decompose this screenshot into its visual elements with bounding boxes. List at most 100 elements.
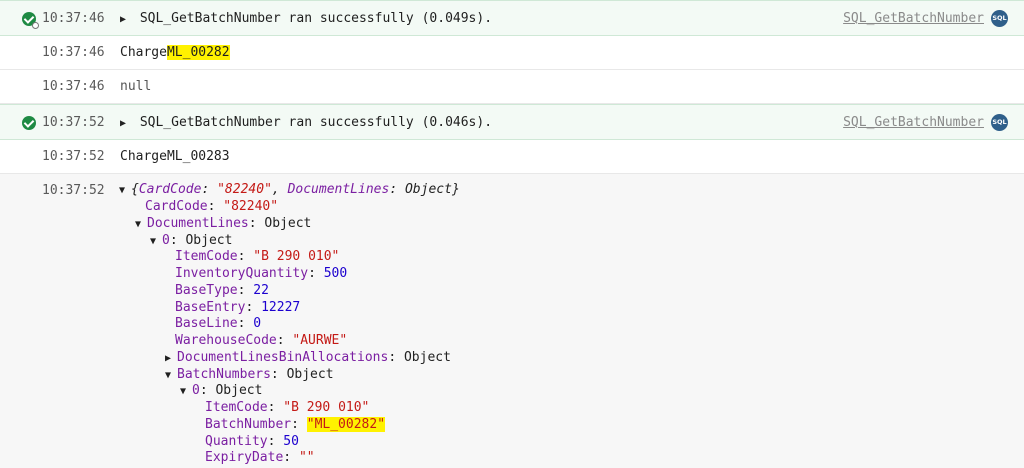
property-value: "82240" — [223, 199, 279, 214]
colon: : — [267, 433, 284, 449]
property-key: ItemCode — [205, 400, 268, 415]
colon: : — [237, 316, 254, 332]
tree-line[interactable]: ▼ 0: Object — [180, 382, 262, 399]
summary-key: CardCode — [138, 182, 202, 197]
property-value: Object — [215, 383, 263, 399]
tree-line[interactable]: ▼ DocumentLines: Object — [135, 215, 311, 232]
tree-line: WarehouseCode: "AURWE" — [175, 332, 347, 349]
timestamp: 10:37:46 — [42, 45, 105, 60]
tree-line: CardCode: "82240" — [145, 198, 278, 215]
tree-line: InventoryQuantity: 500 — [175, 265, 347, 282]
tree-line[interactable]: ▼ 0: Object — [150, 232, 232, 249]
property-key: ItemCode — [175, 249, 238, 265]
property-key: 0 — [192, 383, 200, 399]
property-key: DocumentLinesBinAllocations — [177, 349, 389, 365]
colon: : — [201, 182, 218, 197]
object-summary[interactable]: ▼ {CardCode: "82240", DocumentLines: Obje… — [119, 181, 460, 198]
log-message-text: SQL_GetBatchNumber ran successfully (0.0… — [139, 115, 493, 130]
property-key: ExpiryDate — [205, 450, 284, 466]
log-message: null — [120, 79, 152, 94]
timestamp: 10:37:52 — [42, 183, 105, 198]
colon: : — [308, 266, 324, 281]
timestamp: 10:37:46 — [42, 79, 105, 94]
expanded-triangle-icon[interactable]: ▼ — [119, 185, 126, 196]
log-message[interactable]: ▶ SQL_GetBatchNumber ran successfully (0… — [120, 11, 492, 26]
property-value: 50 — [283, 433, 299, 449]
tree-line[interactable]: ▶ DocumentLinesBinAllocations: Object — [165, 349, 451, 366]
property-value: Object — [185, 232, 233, 248]
tree-line: BaseType: 22 — [175, 282, 269, 299]
property-value: Object — [403, 349, 451, 365]
brace: } — [451, 182, 460, 197]
summary-value: "82240" — [217, 182, 272, 197]
property-key: WarehouseCode — [175, 333, 277, 348]
property-key: DocumentLines — [147, 215, 249, 231]
summary-value: Object — [404, 182, 452, 197]
expanded-triangle-icon[interactable]: ▼ — [180, 386, 187, 398]
expanded-triangle-icon[interactable]: ▼ — [150, 235, 157, 247]
tree-line: BaseEntry: 12227 — [175, 299, 300, 316]
expanded-triangle-icon[interactable]: ▼ — [165, 369, 172, 381]
expand-triangle-icon[interactable]: ▶ — [120, 14, 127, 25]
property-value: Object — [286, 366, 334, 382]
comma: , — [271, 182, 288, 197]
colon: : — [237, 249, 254, 265]
property-value: 0 — [253, 316, 262, 332]
colon: : — [276, 333, 293, 348]
log-message: ChargeML_00282 — [120, 45, 230, 60]
property-value: "" — [298, 450, 315, 466]
tree-line: Quantity: 50 — [205, 433, 299, 450]
colon: : — [207, 199, 224, 214]
collapsed-triangle-icon[interactable]: ▶ — [165, 352, 172, 364]
success-check-icon — [22, 116, 36, 130]
colon: : — [267, 400, 284, 415]
log-message[interactable]: ▶ SQL_GetBatchNumber ran successfully (0… — [120, 115, 492, 130]
tree-line[interactable]: ▼BatchNumbers: Object — [165, 366, 334, 383]
expanded-triangle-icon[interactable]: ▼ — [135, 218, 142, 230]
tree-line: BatchNumber: "ML_00282" — [205, 416, 386, 433]
tree-line: ExpiryDate: "" — [205, 449, 315, 466]
log-message: ChargeML_00283 — [120, 149, 230, 164]
property-value: "B 290 010" — [283, 400, 370, 415]
colon: : — [388, 349, 404, 365]
property-key: BaseLine — [175, 316, 238, 332]
property-key: BaseEntry — [175, 299, 246, 315]
log-entry: 10:37:46 ChargeML_00282 — [0, 36, 1024, 70]
brace: { — [131, 182, 139, 197]
property-key: BaseType — [175, 282, 238, 298]
property-key: CardCode — [145, 199, 208, 214]
colon: : — [270, 366, 287, 382]
log-entry-success: 10:37:52 ▶ SQL_GetBatchNumber ran succes… — [0, 104, 1024, 140]
colon: : — [199, 383, 216, 399]
property-value: "AURWE" — [292, 333, 348, 348]
summary-key: DocumentLines — [287, 182, 390, 197]
colon: : — [245, 299, 262, 315]
tree-line: BaseLine: 0 — [175, 315, 261, 332]
property-value-highlighted: "ML_00282" — [306, 416, 386, 432]
property-key: 0 — [162, 232, 170, 248]
log-entry-success: 10:37:46 ▶ SQL_GetBatchNumber ran succes… — [0, 0, 1024, 36]
colon: : — [283, 450, 299, 466]
colon: : — [291, 416, 307, 432]
log-entry: 10:37:46 null — [0, 70, 1024, 104]
timestamp: 10:37:52 — [42, 149, 105, 164]
colon: : — [389, 182, 405, 197]
property-value: "B 290 010" — [253, 249, 340, 265]
property-value: 500 — [323, 266, 348, 281]
property-value: Object — [264, 215, 312, 231]
source-link[interactable]: SQL_GetBatchNumber — [843, 115, 984, 130]
property-key: Quantity — [205, 433, 268, 449]
tree-line: ItemCode: "B 290 010" — [205, 399, 369, 416]
property-key: BatchNumber — [205, 416, 292, 432]
property-value: 12227 — [261, 299, 301, 315]
log-entry: 10:37:52 ChargeML_00283 — [0, 140, 1024, 174]
property-key: InventoryQuantity — [175, 266, 309, 281]
sql-icon: SQL — [991, 10, 1008, 27]
colon: : — [248, 215, 265, 231]
source-link[interactable]: SQL_GetBatchNumber — [843, 11, 984, 26]
log-entry-object: 10:37:52 ▼{CardCode: "82240", DocumentLi… — [0, 174, 1024, 468]
property-value: 22 — [253, 282, 269, 298]
expand-triangle-icon[interactable]: ▶ — [120, 118, 127, 129]
colon: : — [237, 282, 254, 298]
colon: : — [169, 232, 186, 248]
